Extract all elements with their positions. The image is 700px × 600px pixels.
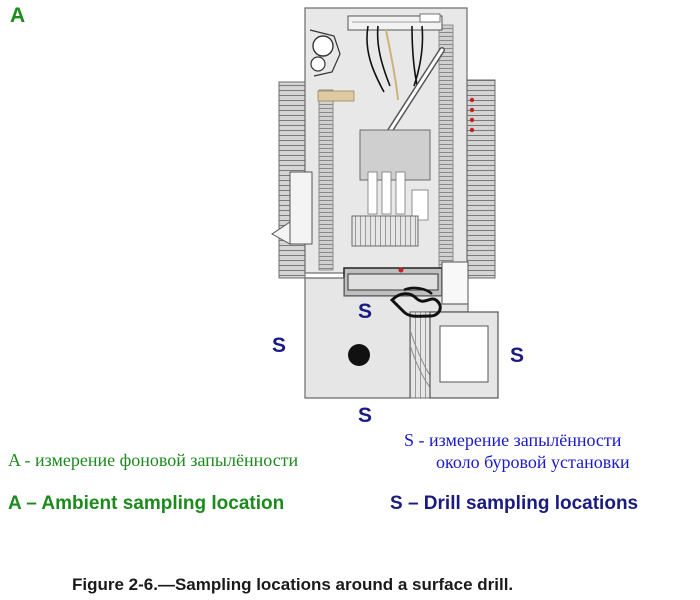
drill-marker-left: S bbox=[272, 334, 287, 357]
ambient-marker: A bbox=[10, 4, 26, 27]
legend-ru-drill: S - измерение запылённости bbox=[404, 430, 621, 451]
figure-caption: Figure 2-6.—Sampling locations around a … bbox=[72, 575, 514, 594]
drill-marker-right: S bbox=[510, 344, 525, 367]
right-cab-box bbox=[441, 261, 469, 305]
engine-block bbox=[351, 215, 419, 247]
right-mast-rail bbox=[438, 24, 454, 271]
mast-crown bbox=[347, 15, 443, 31]
legend-ru-ambient-prefix: A - bbox=[8, 450, 31, 470]
legend-ru-drill-line2: около буровой установки bbox=[436, 452, 630, 472]
left-side-panel bbox=[289, 171, 313, 245]
drill-marker-front: S bbox=[358, 300, 373, 323]
drill-coupling bbox=[389, 292, 442, 318]
legend-ru-drill-line1: измерение запылённости bbox=[429, 430, 622, 450]
left-mast-rail bbox=[318, 89, 334, 271]
legend-ru-ambient-text: измерение фоновой запылённости bbox=[35, 450, 299, 470]
legend-en-drill: S – Drill sampling locations bbox=[390, 493, 639, 514]
drill-marker-bottom: S bbox=[358, 404, 373, 427]
indicator-lights bbox=[469, 97, 475, 133]
legend-en-ambient: A – Ambient sampling location bbox=[8, 493, 285, 514]
hydraulic-hoses bbox=[366, 25, 424, 93]
legend-ru-ambient: A - измерение фоновой запылённости bbox=[8, 450, 298, 471]
legend-ru-drill-prefix: S - bbox=[404, 430, 425, 450]
drill-hole bbox=[348, 344, 370, 366]
right-crawler-track bbox=[466, 79, 496, 279]
winch-pulley bbox=[312, 35, 334, 57]
lower-body bbox=[304, 277, 469, 399]
tan-plate bbox=[317, 90, 355, 102]
